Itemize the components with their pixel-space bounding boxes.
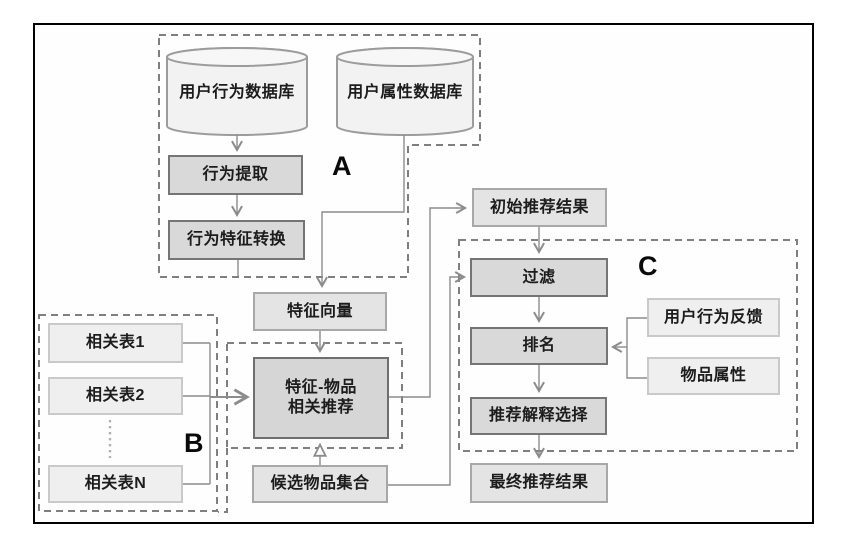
node-item-attributes: 物品属性 <box>647 357 780 395</box>
node-related-table-1: 相关表1 <box>48 323 183 363</box>
node-related-table-2: 相关表2 <box>48 377 183 415</box>
group-label-c: C <box>638 251 658 281</box>
node-user-attr-db: 用户属性数据库 <box>347 84 463 101</box>
user-attr-db-cylinder <box>336 47 474 136</box>
node-user-behavior-db: 用户行为数据库 <box>179 84 295 101</box>
node-filter: 过滤 <box>470 258 608 297</box>
user-behavior-db-cylinder <box>166 47 308 136</box>
node-behavior-feature-convert: 行为特征转换 <box>168 220 305 260</box>
group-label-a: A <box>332 151 352 181</box>
node-final-rec-result: 最终推荐结果 <box>470 463 608 503</box>
group-label-b: B <box>184 428 204 458</box>
node-user-behavior-feedback: 用户行为反馈 <box>647 298 780 337</box>
edge-featureitem-to-initial <box>389 202 468 398</box>
node-initial-rec-result: 初始推荐结果 <box>472 188 607 227</box>
node-related-table-n: 相关表N <box>48 465 183 503</box>
node-feature-item-rec: 特征-物品 相关推荐 <box>253 357 389 439</box>
node-behavior-extract: 行为提取 <box>168 155 303 195</box>
connectors <box>183 135 647 486</box>
middle-dashed-box <box>226 342 403 449</box>
edge-attrdb-to-featurevector <box>316 135 405 289</box>
node-ranking: 排名 <box>470 327 608 365</box>
node-candidate-item-set: 候选物品集合 <box>252 465 388 503</box>
middle-dashed-extension <box>218 448 228 513</box>
edge-candidate-to-filter <box>388 271 467 486</box>
edge-feedback-bracket <box>626 317 647 379</box>
group-b-box <box>38 314 218 512</box>
node-rec-explanation-select: 推荐解释选择 <box>470 397 607 435</box>
group-boxes <box>38 34 798 513</box>
node-feature-vector: 特征向量 <box>253 292 387 331</box>
